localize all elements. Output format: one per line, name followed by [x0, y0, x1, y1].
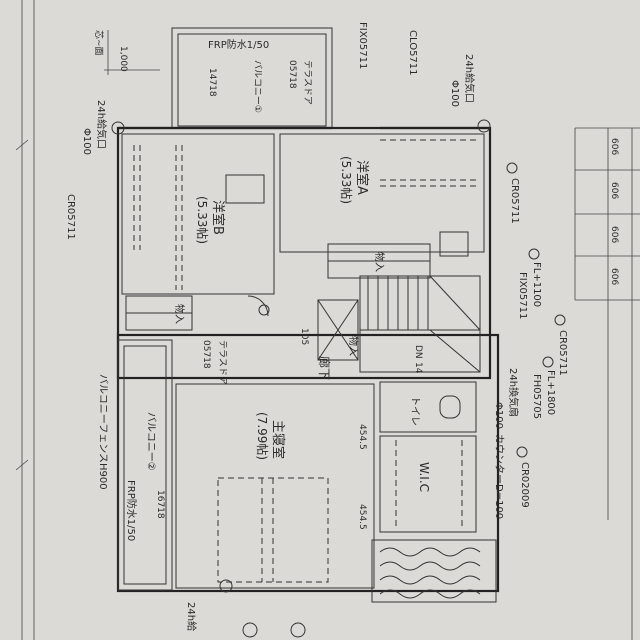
balcony-1-label: バルコニー① [252, 60, 263, 113]
western-room-a: 洋室A (5.33帖) [279, 133, 485, 257]
vent-3: 24h給 [185, 602, 198, 631]
tile-area [371, 539, 497, 603]
balcony-fence: バルコニーフェンスH900 [97, 374, 109, 490]
staircase: DN 14 [359, 275, 481, 374]
walk-in-closet: W.I.C 454.5 454.5 [357, 424, 477, 533]
cr-master: CR02009 [519, 462, 530, 508]
dim-606-c: 606 [609, 226, 619, 243]
terrace-door-top-code: 05718 [287, 60, 297, 89]
dim-454-b: 454.5 [357, 504, 367, 530]
western-b-label: 洋室B [210, 200, 226, 235]
dim-1000: 1,000 [118, 46, 128, 72]
storage-closets: 物入 物入 [125, 243, 431, 331]
exhaust-note: カウンターD=100 [493, 434, 505, 519]
vent-phi-2: Φ100 [81, 128, 92, 155]
dn-label: DN [413, 345, 423, 359]
cr-a: CR05711 [509, 178, 520, 224]
dim-606-d: 606 [609, 268, 619, 285]
western-b-area: (5.33帖) [195, 196, 210, 244]
annotations: FIX05711 CLO5711 24h給気口 Φ100 24h給気口 Φ100… [65, 22, 568, 631]
code-16718: 16718 [155, 490, 165, 519]
cr-b: CR05711 [65, 194, 76, 240]
fl-1100: FL+1100 [531, 262, 542, 307]
frp-side: FRP防水1/50 [125, 480, 138, 541]
master-label: 主寝室 [270, 420, 286, 459]
terrace-door-mid-code: 05718 [201, 340, 211, 369]
terrace-door-top: テラスドア [302, 60, 313, 105]
western-a-area: (5.33帖) [339, 156, 354, 204]
circle-marks [111, 119, 566, 638]
dim-454-a: 454.5 [357, 424, 367, 450]
fh: FH05705 [531, 374, 542, 419]
dn-num: 14 [413, 362, 423, 374]
code-14718: 14718 [207, 68, 217, 97]
clo-top: CLO5711 [407, 30, 418, 76]
left-dimension-line [15, 0, 35, 640]
fix-stair: FIX05711 [517, 272, 528, 319]
dim-606-b: 606 [609, 182, 619, 199]
terrace-door-mid: テラスドア [217, 340, 228, 385]
western-a-label: 洋室A [354, 160, 370, 195]
vent-1: 24h給気口 [463, 54, 476, 103]
exhaust-label: 24h換気扇 [507, 368, 520, 417]
top-left-dimension: 1,000 芯~面 [93, 30, 160, 75]
toilet-label: トイレ [409, 396, 420, 426]
vent-2: 24h給気口 [95, 100, 108, 149]
balcony-2-label: バルコニー② [145, 412, 157, 471]
storage-label-3: 物入 [347, 336, 360, 356]
right-dimension-grid: 606 606 606 606 [574, 127, 640, 640]
dim-105: 105 [299, 328, 309, 345]
top-note: 芯~面 [93, 30, 105, 56]
corridor-label: 廊下 [317, 356, 332, 380]
vent-phi-1: Φ100 [449, 80, 460, 107]
western-room-b: 洋室B (5.33帖) [121, 133, 275, 295]
master-area: (7.99帖) [255, 412, 270, 460]
corridor: 物入 廊下 105 [247, 295, 360, 380]
frp-top: FRP防水1/50 [208, 38, 269, 51]
exhaust-phi: Φ100 [493, 402, 504, 429]
balcony-2: バルコニー② 16718 FRP防水1/50 バルコニーフェンスH900 テラス… [97, 339, 228, 591]
dim-606-a: 606 [609, 138, 619, 155]
master-bedroom: 主寝室 (7.99帖) [175, 383, 375, 589]
fl-1800: FL+1800 [545, 370, 556, 415]
storage-label-1: 物入 [373, 252, 386, 272]
cr-stair: CR05711 [557, 330, 568, 376]
fix-top: FIX05711 [357, 22, 368, 69]
balcony-1: FRP防水1/50 バルコニー① テラスドア 05718 14718 [171, 27, 333, 129]
storage-label-2: 物入 [173, 304, 186, 324]
toilet-room: トイレ [379, 381, 477, 433]
wic-label: W.I.C [417, 462, 431, 492]
